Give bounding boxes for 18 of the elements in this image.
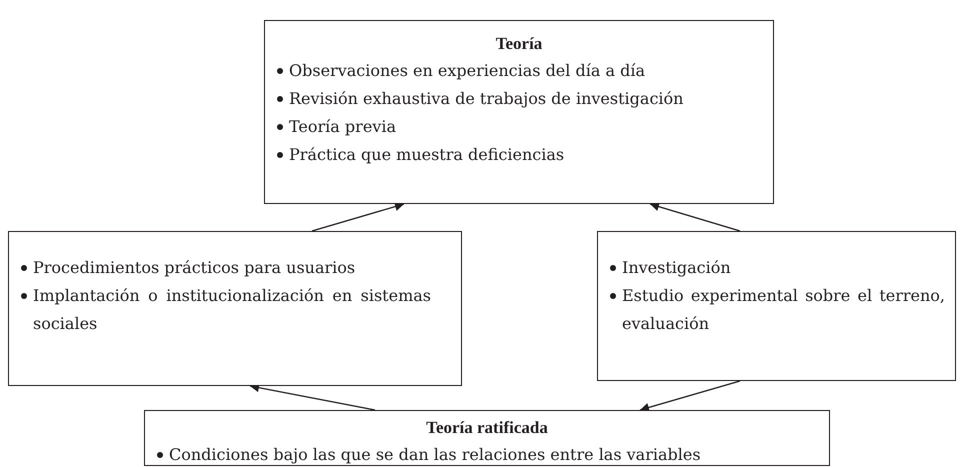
bullet-text: Revisión exhaustiva de trabajos de investigación bbox=[289, 89, 684, 108]
arrow bbox=[650, 202, 740, 232]
text-box bbox=[8, 231, 462, 386]
bullet-text: Condiciones bajo las que se dan las relaciones entre las variables bbox=[169, 445, 701, 464]
bullet-text: Investigación bbox=[622, 258, 731, 277]
arrow bbox=[312, 202, 404, 232]
bullet-text: Práctica que muestra deficiencias bbox=[289, 145, 564, 164]
bullet-text: Observaciones en experiencias del día a día bbox=[289, 61, 645, 80]
box-heading: Teoría bbox=[494, 33, 544, 55]
text-box bbox=[144, 410, 830, 466]
box-heading: Teoría ratificada bbox=[425, 417, 549, 439]
text-box bbox=[597, 231, 956, 381]
bullet-text: Implantación o institucionalización en sistemas sociales bbox=[33, 286, 431, 333]
arrow bbox=[640, 380, 740, 412]
text-box bbox=[264, 20, 774, 204]
bullet-text: Estudio experimental sobre el terreno, evaluación bbox=[622, 286, 945, 333]
bullet-text: Procedimientos prácticos para usuarios bbox=[33, 258, 356, 277]
bullet-text: Teoría previa bbox=[289, 117, 396, 136]
